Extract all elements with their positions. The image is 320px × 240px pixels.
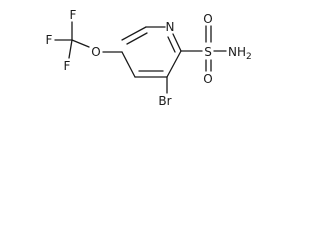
atom-n-ring: N bbox=[166, 20, 175, 34]
bond-c6-c5 bbox=[121, 26, 147, 41]
bond-n-c2-inner bbox=[167, 36, 176, 53]
atom-label-layer: N S O O NH2 Br O F F F bbox=[46, 8, 252, 108]
atom-fluorine-bottom: F bbox=[64, 59, 71, 73]
bond-c6-c5-inner bbox=[126, 32, 148, 45]
bond-n-c2 bbox=[172, 33, 182, 52]
atom-fluorine-left: F bbox=[46, 33, 53, 47]
bond-cf3-f-bottom bbox=[68, 39, 73, 59]
atom-amine-subscript: 2 bbox=[246, 52, 252, 62]
bond-c4-c5 bbox=[121, 51, 136, 78]
bond-c2-c3 bbox=[166, 50, 182, 78]
molecule-structure: N S O O NH2 Br O F F F bbox=[46, 8, 252, 108]
atom-oxygen-top: O bbox=[203, 12, 212, 26]
bond-layer bbox=[54, 21, 227, 94]
atom-ether-oxygen: O bbox=[91, 45, 100, 59]
atom-fluorine-top: F bbox=[70, 8, 77, 22]
atom-amine: NH2 bbox=[228, 45, 252, 62]
atom-bromine: Br bbox=[158, 94, 171, 108]
atom-sulfur: S bbox=[204, 45, 212, 59]
atom-amine-main: NH bbox=[228, 45, 246, 59]
bond-o-cf3 bbox=[71, 39, 90, 48]
atom-oxygen-bottom: O bbox=[203, 72, 212, 86]
